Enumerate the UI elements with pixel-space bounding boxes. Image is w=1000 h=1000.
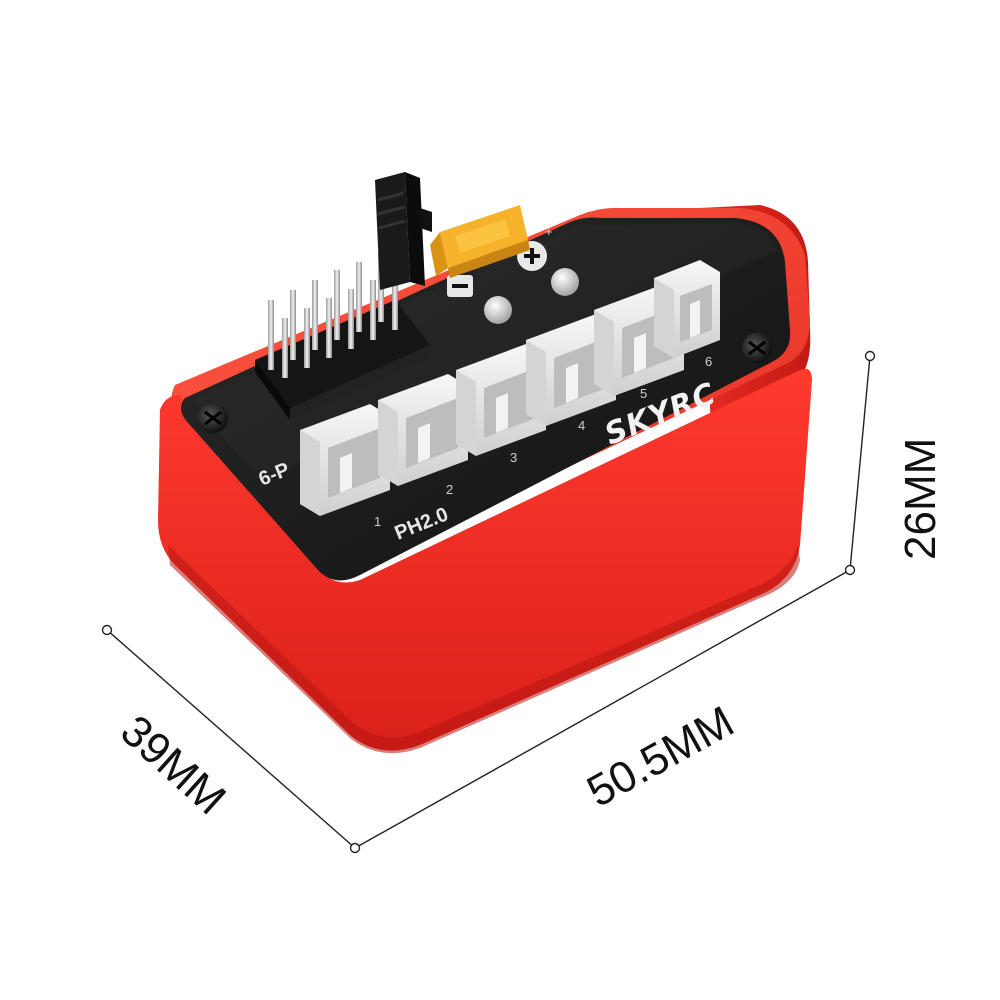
port-number-1: 1: [374, 514, 381, 529]
ph-connector-4: [526, 314, 616, 426]
minus-icon: [447, 275, 473, 297]
ph-connector-6: [654, 260, 720, 358]
ph-connector-1: [300, 404, 390, 516]
port-number-6: 6: [705, 354, 712, 369]
port-number-2: 2: [446, 482, 453, 497]
ph-connector-2: [378, 374, 468, 486]
dimension-height-label: 26MM: [896, 438, 945, 560]
port-number-5: 5: [640, 386, 647, 401]
jumper-cap: [375, 172, 432, 290]
port-number-4: 4: [578, 418, 585, 433]
xt-connector: [430, 205, 530, 278]
solder-pads: [484, 268, 579, 324]
dimension-lines: [101, 350, 876, 854]
dimension-width-label: 39MM: [111, 706, 235, 824]
dimension-length-label: 50.5MM: [579, 697, 742, 817]
screw-icon: [742, 333, 772, 363]
port-number-3: 3: [510, 450, 517, 465]
screw-icon: [198, 403, 228, 433]
ph-connector-3: [456, 344, 546, 456]
pin-header: [255, 252, 430, 420]
polarity-positive: +: [545, 224, 553, 239]
